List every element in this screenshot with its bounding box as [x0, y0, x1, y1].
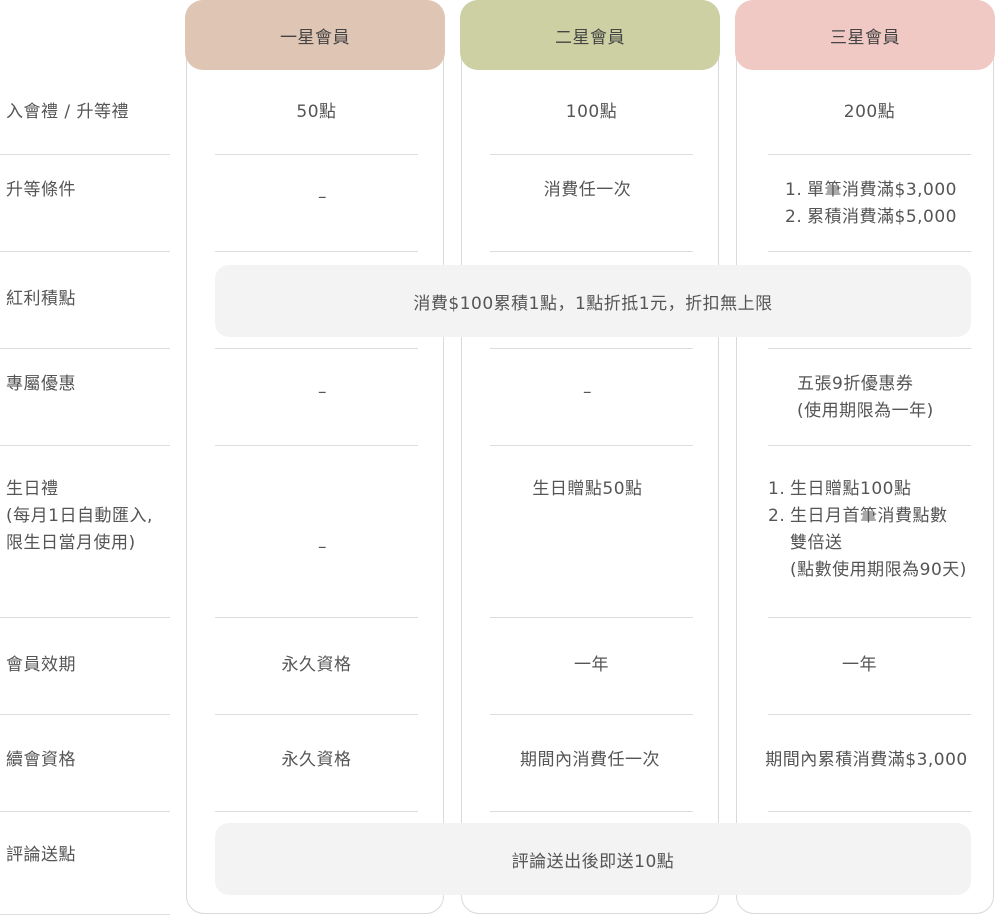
row-label-birthday: 生日禮 (每月1日自動匯入, 限生日當月使用) — [6, 479, 153, 553]
renewal-tier-2: 期間內消費任一次 — [520, 750, 660, 770]
validity-tier-3: 一年 — [842, 655, 877, 675]
tier-3-header: 三星會員 — [735, 0, 995, 70]
row-label-gift: 入會禮 / 升等禮 — [6, 102, 130, 122]
list-item: 1.生日贈點100點 — [768, 479, 912, 499]
row-separator — [490, 811, 693, 812]
row-separator — [768, 714, 971, 715]
tier-1-header: 一星會員 — [185, 0, 445, 70]
birthday-tier-2: 生日贈點50點 — [532, 479, 643, 499]
row-separator — [215, 811, 418, 812]
tier-1-name: 一星會員 — [280, 27, 350, 48]
row-separator — [490, 445, 693, 446]
row-label-upgrade: 升等條件 — [6, 180, 76, 200]
exclusive-tier-3: 五張9折優惠券 (使用期限為一年) — [797, 374, 934, 421]
gift-tier-2: 100點 — [565, 102, 618, 122]
gift-tier-3: 200點 — [843, 102, 896, 122]
list-item: 1.單筆消費滿$3,000 — [785, 180, 957, 200]
row-label-validity: 會員效期 — [6, 655, 76, 675]
validity-tier-2: 一年 — [574, 655, 609, 675]
upgrade-tier-3: 1.單筆消費滿$3,000 2.累積消費滿$5,000 — [785, 177, 975, 231]
validity-tier-1: 永久資格 — [281, 655, 352, 675]
gift-tier-1: 50點 — [296, 102, 337, 122]
renewal-tier-3: 期間內累積消費滿$3,000 — [765, 750, 968, 770]
tier-3-column — [736, 0, 994, 914]
row-separator — [490, 714, 693, 715]
tier-2-name: 二星會員 — [555, 27, 625, 48]
row-label-bonus: 紅利積點 — [6, 289, 76, 309]
tier-2-header: 二星會員 — [460, 0, 720, 70]
row-separator — [490, 617, 693, 618]
exclusive-tier-2: – — [583, 382, 592, 402]
row-separator — [215, 445, 418, 446]
upgrade-tier-1: – — [318, 187, 327, 207]
row-separator — [215, 251, 418, 252]
birthday-tier-1: – — [318, 537, 327, 557]
row-separator — [215, 348, 418, 349]
row-separator — [768, 811, 971, 812]
upgrade-tier-2: 消費任一次 — [543, 180, 632, 200]
tier-1-column — [186, 0, 444, 914]
tier-3-name: 三星會員 — [830, 27, 900, 48]
row-separator — [490, 154, 693, 155]
row-label-renewal: 續會資格 — [6, 750, 76, 770]
row-separator — [768, 617, 971, 618]
row-separator — [215, 617, 418, 618]
renewal-tier-1: 永久資格 — [281, 750, 352, 770]
row-separator — [768, 154, 971, 155]
row-separator — [768, 251, 971, 252]
row-separator — [490, 348, 693, 349]
exclusive-tier-1: – — [318, 382, 327, 402]
tier-2-column — [461, 0, 719, 914]
row-label-exclusive: 專屬優惠 — [6, 374, 76, 394]
bonus-merged-cell: 消費$100累積1點，1點折抵1元，折扣無上限 — [215, 265, 971, 337]
row-separator — [768, 348, 971, 349]
row-separator — [768, 445, 971, 446]
list-item: 2.累積消費滿$5,000 — [785, 207, 957, 227]
row-separator — [215, 714, 418, 715]
row-separator — [215, 154, 418, 155]
birthday-tier-3: 1.生日贈點100點 2.生日月首筆消費點數雙倍送(點數使用期限為90天) — [768, 476, 990, 584]
list-item: 2.生日月首筆消費點數雙倍送(點數使用期限為90天) — [768, 506, 967, 580]
row-separator — [490, 251, 693, 252]
row-label-review: 評論送點 — [6, 845, 76, 865]
review-merged-cell: 評論送出後即送10點 — [215, 823, 971, 895]
